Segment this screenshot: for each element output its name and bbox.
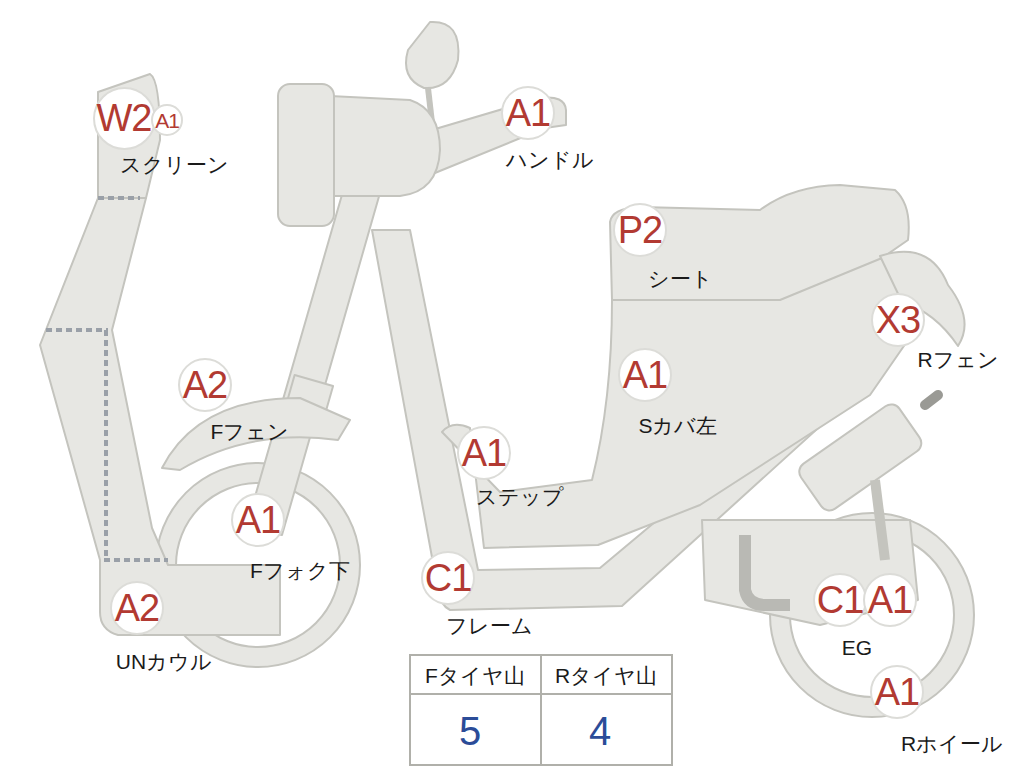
table-header: Rタイヤ山: [555, 664, 657, 687]
front-fender: [162, 398, 350, 470]
headlight: [278, 84, 334, 226]
damage-code: P2: [618, 211, 662, 249]
tread-table: [410, 655, 672, 765]
damage-code: A1: [875, 673, 919, 711]
part-name: Rフェン: [917, 348, 998, 371]
callout-circle: A2: [178, 358, 232, 412]
callout-circle: A2: [110, 581, 164, 635]
damage-code: A2: [183, 366, 227, 404]
part-name: ハンドル: [506, 148, 594, 171]
part-name: フレーム: [446, 614, 533, 637]
part-name: Rホイール: [901, 732, 1003, 755]
callout-circle: A1: [618, 348, 672, 402]
callout-circle: A1: [231, 493, 285, 547]
callout-circle: X3: [871, 293, 925, 347]
damage-code: A1: [155, 110, 179, 131]
callout-circle: C1: [813, 573, 868, 628]
leg-shield: [40, 198, 280, 635]
callout-circle: A1: [457, 426, 511, 480]
part-name: Fフェン: [211, 420, 290, 443]
callout-circle: A1: [863, 573, 917, 627]
body: [442, 258, 915, 548]
part-name: スクリーン: [120, 153, 229, 176]
damage-code: W2: [97, 99, 152, 137]
callout-circle: A1: [151, 104, 183, 136]
tread-value: 4: [589, 709, 611, 753]
damage-code: A1: [623, 356, 667, 394]
seat: [610, 185, 909, 300]
callout-circle: C1: [421, 551, 476, 606]
damage-code: C1: [817, 581, 864, 619]
callout-circle: W2: [93, 87, 156, 150]
part-name: UNカウル: [116, 650, 212, 673]
damage-code: A1: [462, 434, 506, 472]
part-name: ステップ: [476, 485, 564, 508]
damage-code: A1: [868, 581, 912, 619]
damage-code: X3: [876, 301, 920, 339]
damage-code: A1: [236, 501, 280, 539]
mirror: [406, 22, 458, 88]
part-name: シート: [648, 267, 713, 290]
damage-code: A2: [115, 589, 159, 627]
part-name: EG: [842, 636, 872, 659]
rear-shock: [795, 400, 925, 514]
part-name: Sカバ左: [638, 414, 717, 437]
callout-circle: A1: [870, 665, 924, 719]
panel-seams: [46, 198, 168, 560]
tread-value: 5: [459, 709, 481, 753]
callout-circle: P2: [613, 203, 667, 257]
exhaust: [745, 535, 790, 605]
shock-rod: [875, 480, 885, 560]
table-header: Fタイヤ山: [425, 664, 525, 687]
damage-code: A1: [506, 94, 550, 132]
axle-bolt: [925, 395, 938, 405]
callout-circle: A1: [501, 86, 555, 140]
damage-code: C1: [425, 559, 472, 597]
part-name: Fフォク下: [250, 559, 350, 582]
